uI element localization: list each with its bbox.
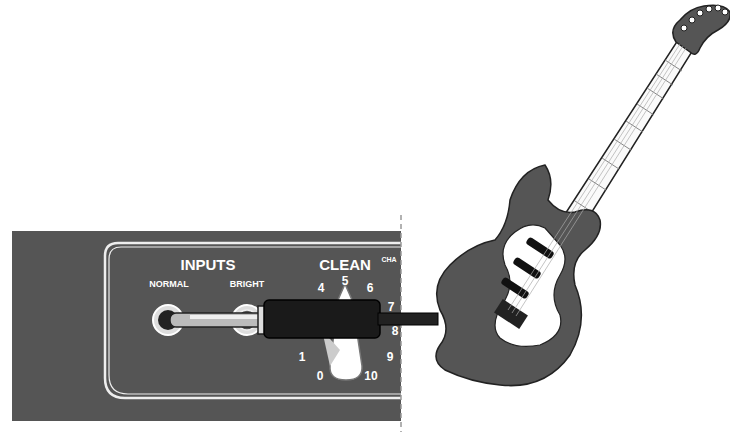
headstock <box>673 5 730 54</box>
cable <box>378 313 438 325</box>
knob-number: 6 <box>367 282 374 294</box>
knob-number: 0 <box>317 370 324 382</box>
pickguard <box>495 225 565 347</box>
frets <box>560 60 682 235</box>
plug-shine <box>190 315 260 319</box>
knob-number: 5 <box>342 275 349 287</box>
panel-outline <box>105 243 401 398</box>
tuners <box>681 5 728 31</box>
plug-shaft <box>170 313 265 327</box>
panel-outline-inner <box>109 247 401 394</box>
knob-number: 7 <box>388 301 395 313</box>
amp-panel <box>12 231 401 421</box>
input-label: BRIGHT <box>230 280 265 289</box>
plug-body <box>264 300 380 338</box>
knob-number: 4 <box>318 282 325 294</box>
guitar-body <box>436 165 600 386</box>
knob-number: 1 <box>299 351 306 363</box>
knob-number: 8 <box>392 325 399 337</box>
cropped-heading: CHA <box>381 256 396 263</box>
section-heading: INPUTS <box>180 257 235 272</box>
bridge <box>494 299 528 329</box>
knob-number: 10 <box>364 370 377 382</box>
input-label: NORMAL <box>149 280 189 289</box>
knob-number: 9 <box>387 351 394 363</box>
strings <box>508 44 686 316</box>
section-heading: CLEAN <box>319 257 371 272</box>
